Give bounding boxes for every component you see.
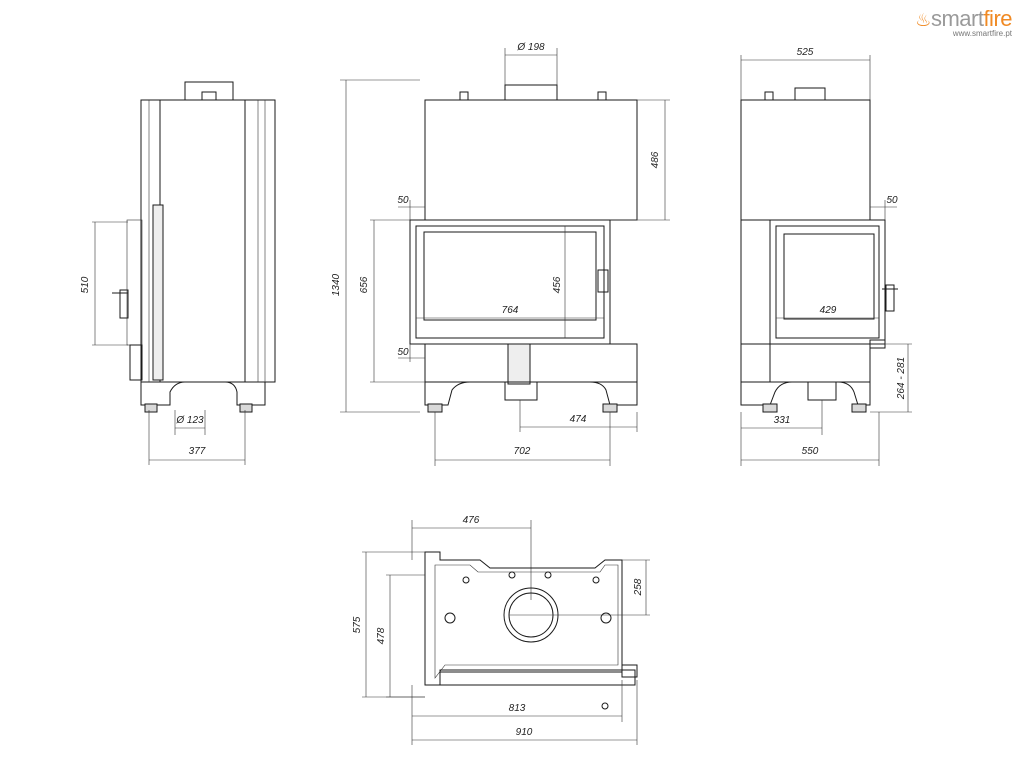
dim-flue-diameter-left: Ø 123: [175, 415, 204, 426]
side-right-lower: [740, 343, 871, 383]
top-view: 476 258 575 478: [352, 515, 650, 745]
dim-door-opening-height: 656: [359, 276, 370, 293]
front-view: Ø 198 486 1340 656: [331, 42, 670, 466]
front-upper-body: [424, 99, 638, 221]
dim-flue-offset-front: 474: [570, 414, 587, 425]
side-left-collar-inner: [201, 91, 217, 101]
side-right-foot-1: [762, 403, 778, 413]
dim-flue-offset-top: 476: [463, 515, 480, 526]
top-hole-4: [508, 571, 516, 579]
top-hole-1: [444, 612, 456, 624]
flame-icon: ♨: [915, 10, 931, 30]
top-hole-3: [462, 576, 470, 584]
front-base: [424, 381, 638, 406]
front-door-latch: [597, 269, 609, 293]
side-right-upper: [740, 99, 871, 221]
dim-air-inlet-offset: 331: [774, 415, 791, 426]
dim-door-height: 510: [80, 276, 91, 293]
side-right-door-inner: [775, 225, 880, 339]
front-stud-2: [597, 91, 607, 101]
front-door-inner: [415, 225, 605, 339]
brand-name: ♨smartfire: [915, 6, 1012, 32]
top-side-rail: [621, 664, 638, 678]
side-right-foot-2: [851, 403, 867, 413]
dim-glass-width: 764: [502, 305, 519, 316]
brand-url: www.smartfire.pt: [952, 29, 1012, 38]
side-left-base: [140, 381, 266, 406]
dim-top-offset: 50: [397, 195, 409, 206]
side-right-base: [740, 381, 871, 406]
dim-width-inner: 813: [509, 703, 526, 714]
side-right-stud: [764, 91, 774, 101]
dim-flue-diameter-front: Ø 198: [516, 42, 545, 53]
front-foot-1: [427, 403, 443, 413]
side-left-foot-2: [239, 403, 253, 413]
front-air-inlet: [507, 343, 531, 385]
front-collar: [504, 84, 558, 101]
side-left-door-edge: [126, 219, 143, 346]
front-stud-1: [459, 91, 469, 101]
front-foot-2: [602, 403, 618, 413]
dim-width-total: 910: [516, 727, 533, 738]
top-hole-2: [600, 612, 612, 624]
dim-glass-width-side: 429: [820, 305, 837, 316]
side-left-handle: [119, 289, 129, 319]
dim-air-inlet-height: 264 - 281: [896, 357, 907, 400]
top-hole-5: [544, 571, 552, 579]
front-glass: [423, 231, 597, 321]
brand-logo: ♨smartfire www.smartfire.pt: [915, 6, 1012, 38]
dim-depth-inner: 478: [376, 627, 387, 644]
dim-side-offset: 50: [886, 195, 898, 206]
brand-name-part2: fire: [983, 6, 1012, 31]
side-left-foot-1: [144, 403, 158, 413]
dim-total-width: 550: [802, 446, 819, 457]
front-bottom-flue: [504, 381, 538, 401]
dim-glass-height: 456: [552, 276, 563, 293]
top-hole-6: [592, 576, 600, 584]
front-lower-body: [424, 343, 638, 383]
top-front-rail: [439, 669, 636, 686]
side-right-bottom-flue: [807, 381, 837, 401]
side-left-door-frame: [152, 204, 164, 381]
top-hole-7: [601, 702, 609, 710]
dim-top-width: 525: [797, 47, 814, 58]
top-body-inner: [434, 564, 619, 679]
dim-bottom-offset: 50: [397, 347, 409, 358]
dim-upper-height: 486: [650, 151, 661, 168]
dim-flue-center: 258: [633, 578, 644, 596]
side-right-glass: [783, 233, 875, 320]
brand-name-part1: smart: [930, 6, 984, 31]
side-view-left: 510 Ø 123 377: [80, 81, 276, 465]
dim-total-depth: 377: [189, 446, 206, 457]
side-right-body-left: [740, 219, 771, 383]
side-right-collar: [794, 87, 826, 101]
side-left-collar: [184, 81, 234, 101]
side-left-door-foot: [129, 344, 143, 381]
dim-total-height: 1340: [331, 273, 342, 296]
side-view-right: 525 50 429 264 - 281 331: [740, 47, 912, 466]
dim-depth-total: 575: [352, 616, 363, 633]
side-right-handle: [885, 284, 895, 312]
dim-base-width: 702: [514, 446, 531, 457]
